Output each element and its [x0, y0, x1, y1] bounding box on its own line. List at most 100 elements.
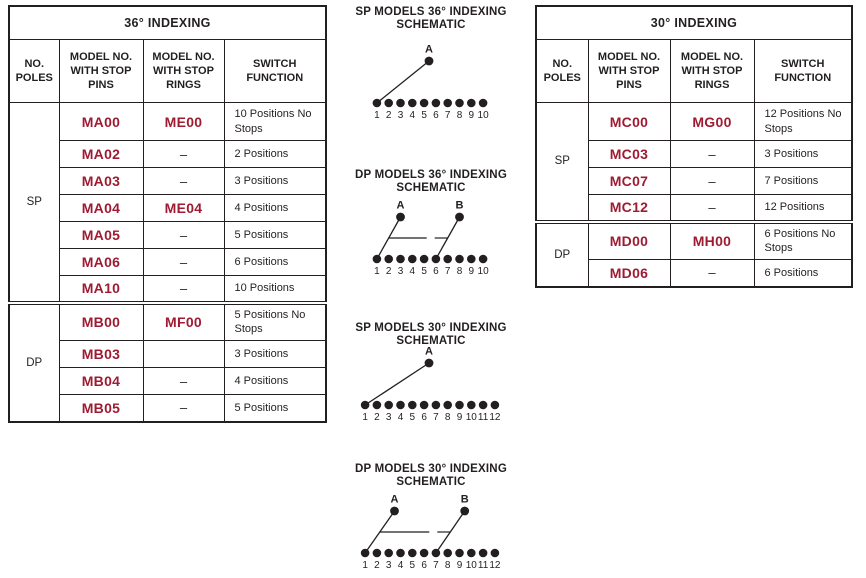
- wiper-line: [435, 216, 461, 260]
- model-rings-cell: –: [142, 394, 225, 422]
- model-pins-cell: MB04: [58, 367, 144, 395]
- switch-function-cell: 4 Positions: [223, 367, 327, 395]
- position-dot: [419, 254, 429, 264]
- position-dot: [360, 400, 370, 410]
- position-dot: [467, 98, 476, 108]
- model-rings-cell: ME04: [142, 194, 225, 222]
- poles-cell: SP: [8, 102, 60, 303]
- position-number: 5: [421, 266, 427, 277]
- position-number: 8: [445, 412, 451, 423]
- position-dot: [478, 254, 488, 264]
- position-number: 6: [421, 560, 427, 571]
- terminal-label: A: [425, 346, 433, 358]
- position-dot: [396, 400, 405, 410]
- table-row: MA10 – 10 Positions: [9, 275, 327, 303]
- switch-function-cell: 3 Positions: [223, 340, 327, 368]
- terminal-label: B: [456, 200, 464, 212]
- schematic-title-line2: SCHEMATIC: [396, 335, 466, 347]
- position-dot: [372, 400, 382, 410]
- model-pins-cell: MA00: [58, 102, 144, 141]
- table-row: MA04 ME04 4 Positions: [9, 194, 327, 222]
- header-switch-function: SWITCH FUNCTION: [753, 39, 853, 103]
- model-rings-cell: ME00: [142, 102, 225, 141]
- schematic-title-line1: SP MODELS 30° INDEXING: [355, 322, 507, 334]
- model-pins-cell: MC07: [587, 167, 671, 195]
- terminal-dot: [390, 506, 399, 516]
- table-row: DP MD00 MH00 6 Positions No Stops: [535, 219, 853, 287]
- position-number: 5: [410, 412, 416, 423]
- poles-cell: SP: [535, 102, 589, 222]
- position-number: 7: [433, 560, 439, 571]
- position-number: 11: [478, 412, 489, 423]
- position-dot: [372, 254, 382, 264]
- position-dot: [443, 400, 452, 410]
- table-row: MA06 – 6 Positions: [9, 248, 327, 276]
- schematic-title-line2: SCHEMATIC: [396, 182, 466, 194]
- table-title-row: 30° INDEXING: [535, 5, 853, 40]
- header-stop-pins: MODEL NO. WITH STOP PINS: [587, 39, 671, 103]
- model-rings-cell: MF00: [142, 300, 225, 341]
- position-dot: [490, 400, 500, 410]
- position-number: 2: [386, 110, 392, 121]
- position-dot: [384, 400, 393, 410]
- position-number: 3: [386, 560, 392, 571]
- switch-function-cell: 6 Positions: [753, 259, 853, 287]
- switch-function-cell: 10 Positions No Stops: [223, 102, 327, 141]
- poles-cell: DP: [535, 219, 589, 287]
- model-rings-cell: –: [142, 367, 225, 395]
- position-number: 9: [457, 560, 463, 571]
- position-dot: [467, 254, 476, 264]
- wiper-line: [364, 510, 396, 554]
- position-dot: [408, 254, 417, 264]
- position-dot: [396, 254, 405, 264]
- position-number: 1: [374, 266, 380, 277]
- position-number: 7: [445, 110, 451, 121]
- model-pins-cell: MC00: [587, 102, 671, 141]
- position-number: 7: [445, 266, 451, 277]
- table-title: 36° INDEXING: [8, 5, 327, 40]
- table-row: DP MB00 MF00 5 Positions No Stops: [8, 300, 327, 422]
- position-dot: [455, 400, 464, 410]
- position-dot: [478, 400, 488, 410]
- position-dot: [408, 548, 417, 558]
- table-title: 30° INDEXING: [535, 5, 853, 40]
- terminal-label: B: [461, 494, 469, 506]
- model-rings-cell: –: [142, 167, 225, 195]
- header-stop-rings: MODEL NO. WITH STOP RINGS: [142, 39, 225, 103]
- switch-function-cell: 5 Positions: [223, 221, 327, 249]
- terminal-dot: [396, 212, 405, 222]
- position-dot: [419, 98, 429, 108]
- position-dot: [490, 548, 500, 558]
- position-dot: [443, 254, 452, 264]
- schematic-title-line1: DP MODELS 36° INDEXING: [355, 169, 507, 181]
- position-dot: [408, 400, 417, 410]
- table-row: MD06 – 6 Positions: [536, 259, 853, 287]
- position-dot: [419, 548, 429, 558]
- model-pins-cell: MC12: [587, 194, 671, 222]
- position-number: 6: [433, 110, 439, 121]
- model-rings-cell: –: [142, 248, 225, 276]
- schematic-title-sp36: SP MODELS 36° INDEXING SCHEMATIC: [320, 6, 542, 32]
- position-dot: [419, 400, 429, 410]
- terminal-dot: [424, 56, 434, 66]
- position-dot: [431, 548, 441, 558]
- wiper-line: [376, 60, 430, 104]
- position-number: 10: [478, 266, 490, 277]
- position-number: 10: [478, 110, 490, 121]
- terminal-label: A: [397, 200, 405, 212]
- schematic-title-dp30: DP MODELS 30° INDEXING SCHEMATIC: [320, 463, 542, 489]
- position-dot: [455, 98, 464, 108]
- switch-function-cell: 5 Positions: [223, 394, 327, 422]
- model-rings-cell: –: [669, 194, 755, 222]
- header-stop-pins: MODEL NO. WITH STOP PINS: [58, 39, 144, 103]
- position-dot: [431, 400, 441, 410]
- position-dot: [431, 98, 441, 108]
- position-dot: [478, 548, 488, 558]
- terminal-label: A: [425, 44, 433, 56]
- switch-function-cell: 12 Positions No Stops: [753, 102, 853, 141]
- position-dot: [372, 98, 382, 108]
- position-dot: [431, 254, 441, 264]
- position-dot: [408, 98, 417, 108]
